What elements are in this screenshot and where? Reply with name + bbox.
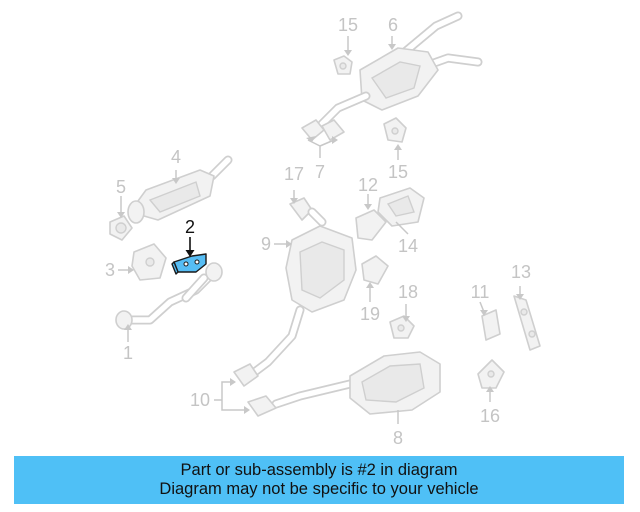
part-17-hanger (289, 197, 327, 227)
callout-4: 4 (171, 147, 181, 167)
callout-5: 5 (116, 177, 126, 197)
callout-17: 17 (284, 164, 304, 184)
callout-14: 14 (398, 236, 418, 256)
callout-8: 8 (393, 428, 403, 448)
part-10-clamps (233, 363, 277, 417)
callout-12: 12 (358, 175, 378, 195)
part-5-gasket (109, 215, 133, 241)
callout-15-top: 15 (338, 15, 358, 35)
banner-line-part-number: Part or sub-assembly is #2 in diagram (180, 461, 458, 479)
part-12-heat-shield (355, 209, 387, 241)
part-13-bracket (513, 295, 541, 351)
callout-3: 3 (105, 260, 115, 280)
part-15-top-hanger (333, 55, 353, 75)
callout-11: 11 (471, 282, 490, 302)
callout-15-lower: 15 (388, 162, 408, 182)
exhaust-system-diagram: 15 6 7 15 4 5 3 1 2 17 12 14 9 19 18 11 … (105, 11, 541, 448)
part-3-bracket (131, 243, 167, 281)
callout-18: 18 (398, 282, 418, 302)
callout-labels: 15 6 7 15 4 5 3 1 2 17 12 14 9 19 18 11 … (105, 15, 531, 448)
part-15-lower-hanger (383, 117, 407, 143)
part-2-bracket-highlighted (171, 253, 207, 275)
callout-9: 9 (261, 234, 271, 254)
part-6-rear-muffler-tailpipes (317, 11, 483, 129)
callout-13: 13 (511, 262, 531, 282)
callout-1: 1 (123, 343, 133, 363)
part-11-hanger (481, 309, 501, 341)
part-1-front-pipe (115, 262, 223, 330)
part-8-rear-muffler (271, 351, 441, 415)
callout-16: 16 (480, 406, 500, 426)
leader-lines (117, 36, 524, 424)
part-18-mount (389, 315, 415, 339)
part-7-clamps (301, 119, 345, 141)
callout-7: 7 (315, 162, 325, 182)
part-14-heat-shield (377, 187, 425, 227)
callout-10: 10 (190, 390, 210, 410)
part-16-hanger (477, 359, 505, 389)
callout-2: 2 (185, 217, 195, 237)
banner-line-disclaimer: Diagram may not be specific to your vehi… (159, 480, 479, 498)
part-19-hanger (361, 255, 389, 285)
part-9-center-resonator (247, 225, 357, 379)
callout-19: 19 (360, 304, 380, 324)
callout-6: 6 (388, 15, 398, 35)
part-4-catalytic-converter (127, 155, 233, 224)
info-banner: Part or sub-assembly is #2 in diagram Di… (14, 456, 624, 504)
